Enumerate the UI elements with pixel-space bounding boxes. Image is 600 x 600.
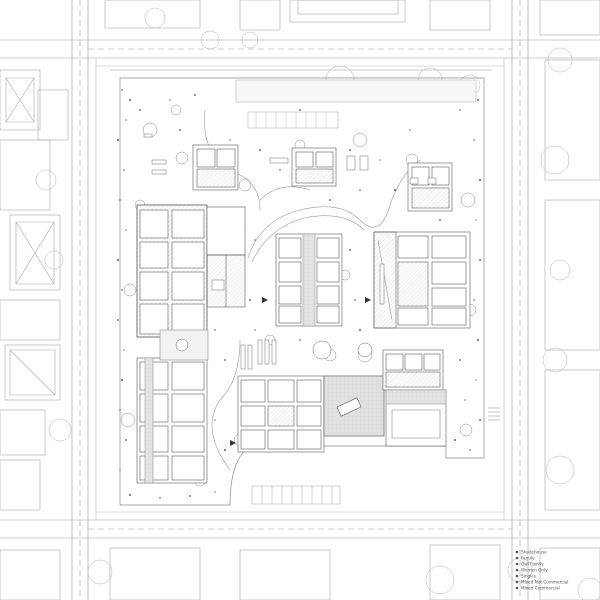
- legend-item-label: Owl Family: [521, 562, 544, 567]
- entrance-markers: [230, 297, 371, 446]
- legend-item: Women Only: [515, 568, 548, 573]
- courtyard-house-north-west: [192, 144, 239, 191]
- legend-item: Shadehouse: [515, 550, 547, 555]
- program-legend: Shadehouse Family Owl Family Women Only …: [515, 550, 568, 591]
- housing-cluster-centre: [275, 233, 343, 327]
- legend-item-label: Women Only: [521, 568, 548, 573]
- street-trees: [35, 7, 600, 600]
- legend-item-label: Singles: [521, 574, 536, 579]
- housing-cluster-west-upper: [136, 204, 246, 338]
- legend-item: Mixed Commercial: [515, 586, 560, 591]
- housing-cluster-east: [373, 231, 471, 329]
- neighbouring-buildings-west: [0, 69, 69, 600]
- shadehouse-pavilion: [323, 375, 385, 437]
- legend-item: Singles: [515, 574, 536, 579]
- legend-item-label: Family: [521, 556, 535, 561]
- site-boundary: [110, 69, 492, 506]
- housing-cluster-south-east: [382, 349, 447, 447]
- crosswalk-east: [488, 407, 500, 421]
- vegetation-ground-cover: [116, 89, 482, 499]
- legend-item-label: Mixed Not Commercial: [521, 580, 568, 585]
- housing-cluster-south-centre: [237, 375, 325, 453]
- legend-item: Family: [515, 556, 535, 561]
- housing-cluster-west-lower: [136, 329, 209, 484]
- south-parking: [251, 485, 341, 505]
- courtyard-house-north-centre: [291, 147, 337, 187]
- courtyard-house-north-east: [407, 162, 453, 212]
- legend-item-label: Shadehouse: [521, 550, 547, 555]
- courtyard-furniture: [143, 133, 437, 370]
- legend-item-label: Mixed Commercial: [521, 586, 560, 591]
- north-parking: [235, 79, 477, 129]
- neighbouring-buildings-other: [104, 0, 600, 600]
- legend-item: Owl Family: [515, 562, 544, 567]
- landscape-paths: [204, 109, 421, 471]
- legend-item: Mixed Not Commercial: [515, 580, 568, 585]
